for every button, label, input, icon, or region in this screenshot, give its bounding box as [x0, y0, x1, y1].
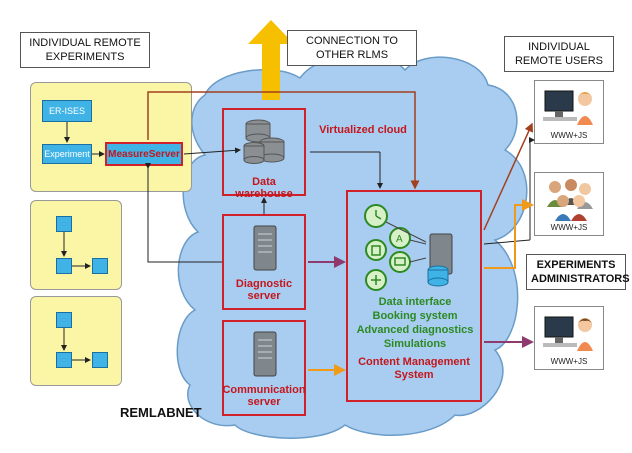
panel2-node-bottom-right	[92, 258, 108, 274]
remlabnet-label: REMLABNET	[120, 405, 202, 420]
er-ises-node: ER-ISES	[42, 100, 92, 122]
user-caption: WWW+JS	[550, 131, 588, 140]
experiment-panel-2	[30, 200, 122, 290]
virtualized-cloud-label: Virtualized cloud	[319, 124, 407, 136]
panel2-node-bottom-left	[56, 258, 72, 274]
admin-computer-icon	[543, 316, 593, 351]
experiment-node: Experiment	[42, 144, 92, 164]
panel3-node-top	[56, 312, 72, 328]
remote-users-label: INDIVIDUAL REMOTE USERS	[504, 36, 614, 72]
cms-feature-simulations: Simulations	[383, 338, 447, 350]
cms-feature-booking: Booking system	[372, 310, 458, 322]
user-group-icon	[547, 179, 593, 221]
cms-feature-data-interface: Data interface	[378, 296, 452, 308]
user-card-3: WWW+JS	[534, 306, 604, 370]
admins-label: EXPERIMENTS ADMINISTRATORS	[526, 254, 630, 290]
experiment-panel-3	[30, 296, 122, 386]
user-computer-icon	[543, 90, 593, 125]
connection-arrow	[248, 20, 294, 100]
cms-title: Content Management System	[358, 356, 470, 381]
cms-box	[346, 190, 482, 402]
cms-services-icon: A	[364, 204, 453, 291]
user-card-2: WWW+JS	[534, 172, 604, 236]
experiment-panel-1	[30, 82, 192, 192]
measure-server-node: MeasureServer	[105, 142, 183, 166]
remote-experiments-label: INDIVIDUAL REMOTE EXPERIMENTS	[20, 32, 150, 68]
database-icon	[243, 119, 285, 164]
diagnostic-server-icon	[253, 225, 277, 271]
cms-feature-diagnostics: Advanced diagnostics	[356, 324, 474, 336]
communication-server-box	[222, 320, 306, 416]
data-warehouse-label: Data warehouse	[235, 176, 293, 200]
diagnostic-server-box	[222, 214, 306, 310]
user-card-1: WWW+JS	[534, 80, 604, 144]
panel2-node-top	[56, 216, 72, 232]
panel3-node-bottom-left	[56, 352, 72, 368]
svg-text:A: A	[396, 234, 403, 245]
communication-server-icon	[253, 331, 277, 377]
communication-server-label: Communication server	[222, 384, 306, 408]
connection-label: CONNECTION TO OTHER RLMS	[287, 30, 417, 66]
panel3-node-bottom-right	[92, 352, 108, 368]
user-caption: WWW+JS	[550, 223, 588, 232]
user-caption: WWW+JS	[550, 357, 588, 366]
diagnostic-server-label: Diagnostic server	[235, 278, 293, 302]
